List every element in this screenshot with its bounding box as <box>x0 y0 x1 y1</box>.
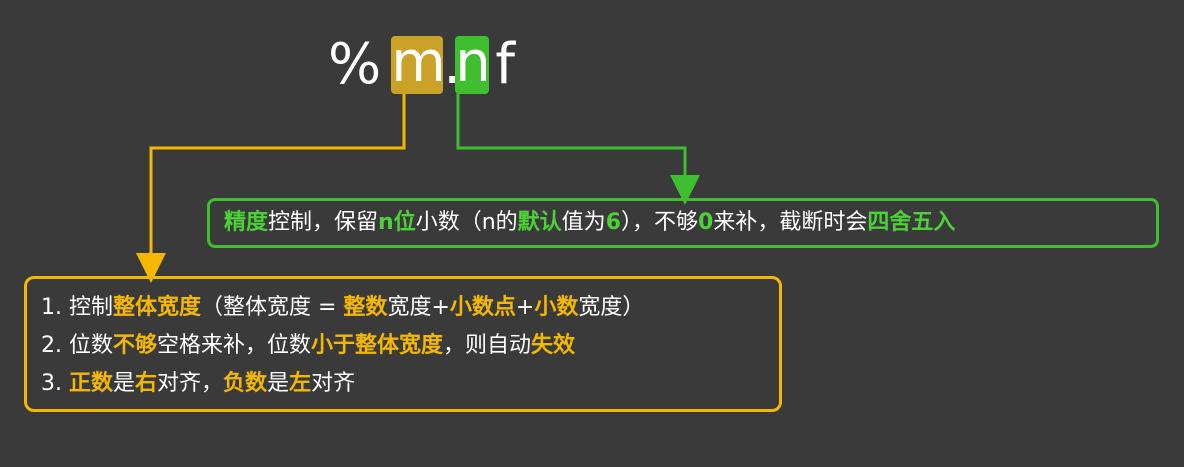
precision-connector-arrow <box>456 92 700 205</box>
text-segment: 1. 控制 <box>41 295 113 320</box>
text-segment: 来补，截断时会 <box>713 210 868 235</box>
highlight-green: 四舍五入 <box>867 210 956 235</box>
highlight-green: n位 <box>378 210 416 235</box>
width-explanation-box: 1. 控制整体宽度（整体宽度 = 整数宽度+小数点+小数宽度） 2. 位数不够空… <box>24 276 782 412</box>
highlight-yellow: 负数 <box>223 371 268 396</box>
text-segment: 宽度） <box>578 295 645 320</box>
text-segment: 是 <box>267 371 290 396</box>
text-segment: 对齐 <box>311 371 356 396</box>
highlight-yellow: 小于整体宽度 <box>311 333 444 358</box>
highlight-yellow: 正数 <box>68 371 113 396</box>
highlight-yellow: 小数 <box>534 295 579 320</box>
text-segment: 小数（n的 <box>415 210 518 235</box>
highlight-yellow: 小数点 <box>449 295 516 320</box>
precision-token: n <box>455 30 491 95</box>
precision-text: 精度控制，保留n位小数（n的默认值为6），不够0来补，截断时会四舍五入 <box>224 204 955 242</box>
percent-sign: % <box>328 32 382 97</box>
highlight-yellow: 整体宽度 <box>112 295 201 320</box>
highlight-green: 6 <box>605 210 621 235</box>
text-segment: 值为 <box>561 210 606 235</box>
type-char: f <box>495 32 515 97</box>
text-segment: 对齐， <box>157 371 224 396</box>
highlight-yellow: 整数 <box>343 295 388 320</box>
width-token: m <box>391 30 446 95</box>
text-segment: 2. 位数 <box>41 333 113 358</box>
highlight-yellow: 失效 <box>531 333 576 358</box>
text-segment: 控制，保留 <box>268 210 379 235</box>
format-specifier: % m . n f <box>328 30 515 100</box>
highlight-green: 默认 <box>517 210 562 235</box>
highlight-yellow: 不够 <box>112 333 157 358</box>
text-segment: + <box>515 295 535 320</box>
highlight-green: 0 <box>698 210 714 235</box>
dot-separator: . <box>443 32 462 97</box>
text-segment: ），不够 <box>621 210 699 235</box>
text-segment: 宽度+ <box>387 295 450 320</box>
highlight-yellow: 右 <box>135 371 158 396</box>
precision-explanation-box: 精度控制，保留n位小数（n的默认值为6），不够0来补，截断时会四舍五入 <box>207 198 1159 248</box>
highlight-green: 精度 <box>224 210 269 235</box>
text-segment: 空格来补，位数 <box>157 333 312 358</box>
text-segment: （整体宽度 = <box>201 295 344 320</box>
width-rule-3: 3. 正数是右对齐，负数是左对齐 <box>41 365 765 403</box>
text-segment: ，则自动 <box>443 333 532 358</box>
width-rule-2: 2. 位数不够空格来补，位数小于整体宽度，则自动失效 <box>41 327 765 365</box>
text-segment: 3. <box>41 371 69 396</box>
text-segment: 是 <box>113 371 136 396</box>
highlight-yellow: 左 <box>289 371 312 396</box>
width-rule-1: 1. 控制整体宽度（整体宽度 = 整数宽度+小数点+小数宽度） <box>41 289 765 327</box>
